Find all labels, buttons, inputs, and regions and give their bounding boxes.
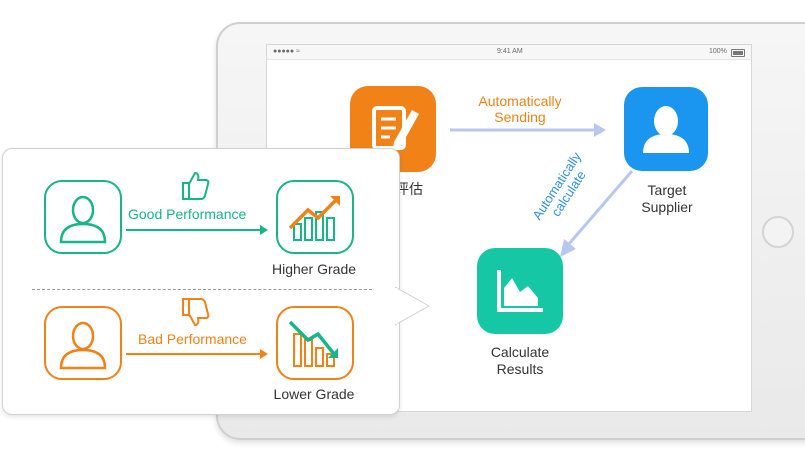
row-divider <box>32 289 372 290</box>
performance-card <box>2 148 400 415</box>
status-time: 9:41 AM <box>497 48 523 55</box>
good-supplier-avatar <box>44 180 122 254</box>
user-icon <box>59 195 107 244</box>
auto-send-label: Automatically Sending <box>478 93 562 125</box>
bad-arrow <box>126 349 268 359</box>
trend-up-icon <box>288 196 340 241</box>
thumbs-down-icon <box>182 298 210 327</box>
higher-grade-box <box>276 180 354 254</box>
good-performance-label: Good Performance <box>128 206 247 222</box>
lower-grade-box <box>276 306 354 380</box>
status-bar: ●●●●● ≈ 9:41 AM 100% <box>267 45 751 60</box>
good-arrow <box>126 225 268 235</box>
user-icon <box>59 321 107 370</box>
chart-icon[interactable] <box>477 248 563 334</box>
user-icon[interactable] <box>624 87 708 171</box>
bad-supplier-avatar <box>44 306 122 380</box>
target-supplier-label: Target Supplier <box>641 182 693 215</box>
battery-text: 100% <box>709 48 727 55</box>
home-button[interactable] <box>762 216 794 248</box>
trend-down-icon <box>288 320 338 367</box>
send-arrow <box>450 123 606 137</box>
bad-performance-label: Bad Performance <box>138 331 247 347</box>
lower-grade-label: Lower Grade <box>273 386 355 402</box>
signal-indicator: ●●●●● ≈ <box>273 48 300 55</box>
thumbs-up-icon <box>182 171 210 200</box>
card-pointer <box>395 287 431 326</box>
calc-results-label: Calculate Results <box>490 344 550 377</box>
calc-arrow <box>560 170 634 257</box>
higher-grade-label: Higher Grade <box>271 261 357 277</box>
battery-icon <box>731 49 745 57</box>
